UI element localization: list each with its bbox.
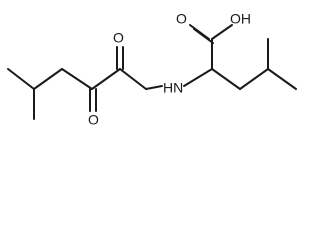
bond-right-methyl-down (267, 68, 297, 90)
bond-nh-link (145, 85, 163, 90)
bond-acyl-link (119, 68, 147, 90)
keto-oxygen-label: O (88, 112, 99, 128)
bond-n-alpha (183, 68, 213, 87)
bond-chain-1 (61, 68, 93, 90)
amide-nitrogen-label: HN (163, 80, 183, 96)
amide-oxygen-label: O (113, 30, 124, 46)
carboxyl-oxygen-label: O (176, 11, 187, 27)
hydroxyl-label: OH (230, 11, 251, 27)
bond-left-methyl-top (7, 68, 35, 90)
structure-canvas: OH O O O HN (7, 11, 297, 128)
bond-ch2-ch (239, 68, 269, 90)
bond-carboxyl-o-b (193, 28, 214, 44)
molecule-structure: OH O O O HN (7, 11, 297, 128)
bond-chain-2 (91, 68, 121, 90)
bond-alpha-ch2 (211, 68, 241, 90)
bond-left-branch (33, 68, 63, 90)
bond-carboxyl-oh (211, 24, 233, 40)
